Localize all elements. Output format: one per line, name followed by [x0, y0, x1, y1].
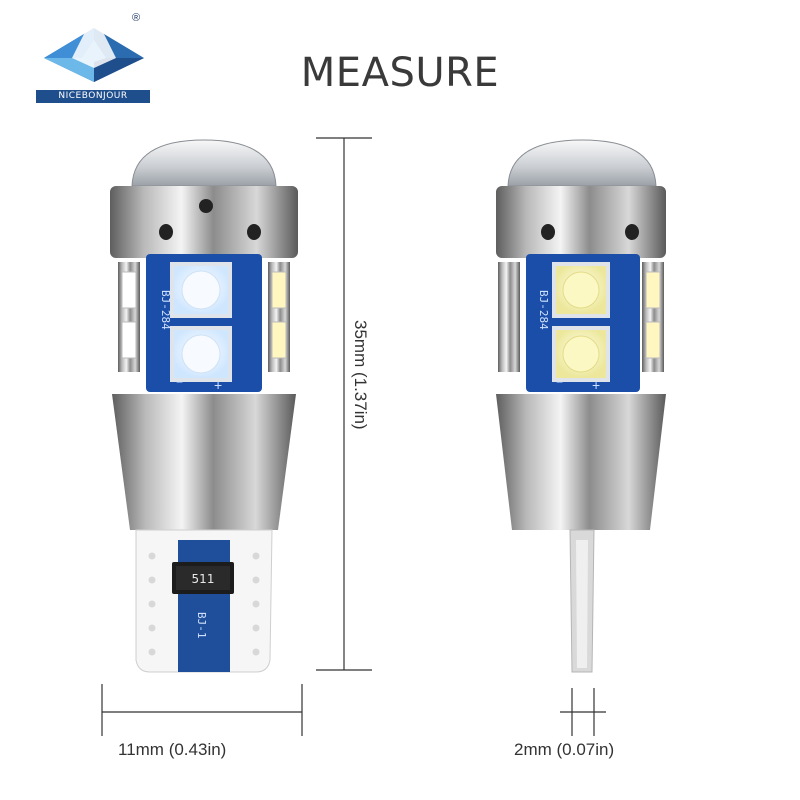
thickness-dimension-label: 2mm (0.07in) [514, 740, 615, 759]
chip-label-left: BJ-284 [159, 290, 172, 330]
page-title: MEASURE [300, 50, 500, 96]
brand-logo-icon [44, 14, 144, 82]
width-dimension-label: 11mm (0.43in) [118, 740, 227, 759]
chip-label-right: BJ-284 [537, 290, 550, 330]
base-label: BJ-1 [195, 612, 208, 639]
bulb-right: BJ-284 − + [496, 139, 666, 673]
svg-text:−: − [176, 375, 183, 389]
bulb-left: BJ-284 − + 511 BJ-1 [110, 139, 298, 673]
resistor-label: 511 [192, 572, 215, 586]
svg-text:+: + [214, 377, 222, 393]
svg-text:−: − [556, 375, 563, 389]
registered-mark: ® [132, 12, 141, 24]
brand-name: NICEBONJOUR [36, 90, 150, 103]
svg-text:+: + [592, 377, 600, 393]
height-dimension-label: 35mm (1.37in) [351, 320, 370, 430]
dimension-lines [101, 137, 606, 736]
